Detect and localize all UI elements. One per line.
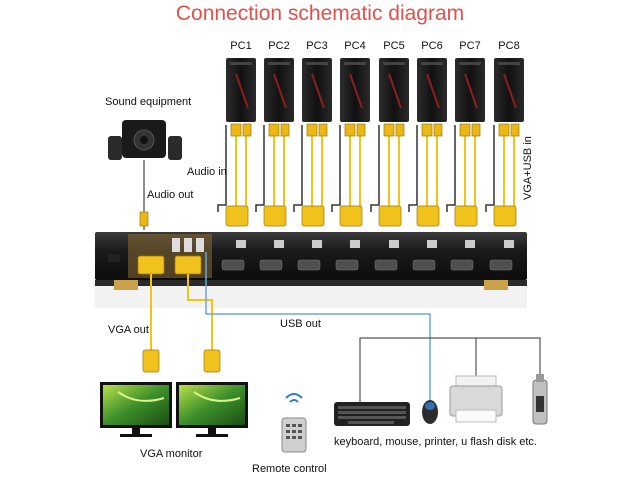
pc-label-2: PC2 [268, 40, 290, 52]
kvm-switch [95, 232, 527, 308]
printer [449, 375, 503, 423]
pc-tower-7 [455, 58, 485, 122]
remote-control-label: Remote control [252, 463, 327, 475]
pc-tower-3 [302, 58, 332, 122]
vga-out-cables [150, 274, 213, 352]
pc-label-6: PC6 [421, 40, 443, 52]
monitor-1 [100, 382, 172, 437]
diagram-title: Connection schematic diagram [175, 2, 465, 25]
vga-monitor-label: VGA monitor [140, 448, 203, 460]
sound-equipment-label: Sound equipment [105, 96, 192, 108]
pc-cables [217, 125, 515, 214]
audio-in-label: Audio in [187, 166, 227, 178]
remote-control [281, 393, 307, 453]
switch-input-plugs [225, 205, 517, 227]
pc-label-5: PC5 [383, 40, 405, 52]
pc-tower-5 [379, 58, 409, 122]
pc-tower-4 [340, 58, 370, 122]
pc-tower-2 [264, 58, 294, 122]
monitor-2 [176, 382, 248, 437]
usb-out-label: USB out [280, 318, 321, 330]
keyboard [334, 402, 410, 426]
pc-tower-1 [226, 58, 256, 122]
pc-towers [226, 58, 524, 122]
pc-tower-8 [494, 58, 524, 122]
usb-flash-disk [532, 374, 548, 425]
speaker-set [108, 120, 182, 160]
usb-out-cable [205, 252, 431, 402]
mouse [422, 400, 438, 424]
pc-label-4: PC4 [344, 40, 366, 52]
vga-out-label: VGA out [108, 324, 149, 336]
pc-label-1: PC1 [230, 40, 252, 52]
pc-label-3: PC3 [306, 40, 328, 52]
audio-out-label: Audio out [147, 189, 194, 201]
pc-connectors [230, 123, 520, 137]
pc-label-8: PC8 [498, 40, 520, 52]
pc-label-7: PC7 [459, 40, 481, 52]
monitor-plugs [142, 349, 221, 373]
peripherals-label: keyboard, mouse, printer, u flash disk e… [334, 436, 537, 448]
pc-tower-6 [417, 58, 447, 122]
vga-usb-in-label: VGA+USB in [522, 136, 534, 200]
peripheral-cables [359, 337, 541, 402]
